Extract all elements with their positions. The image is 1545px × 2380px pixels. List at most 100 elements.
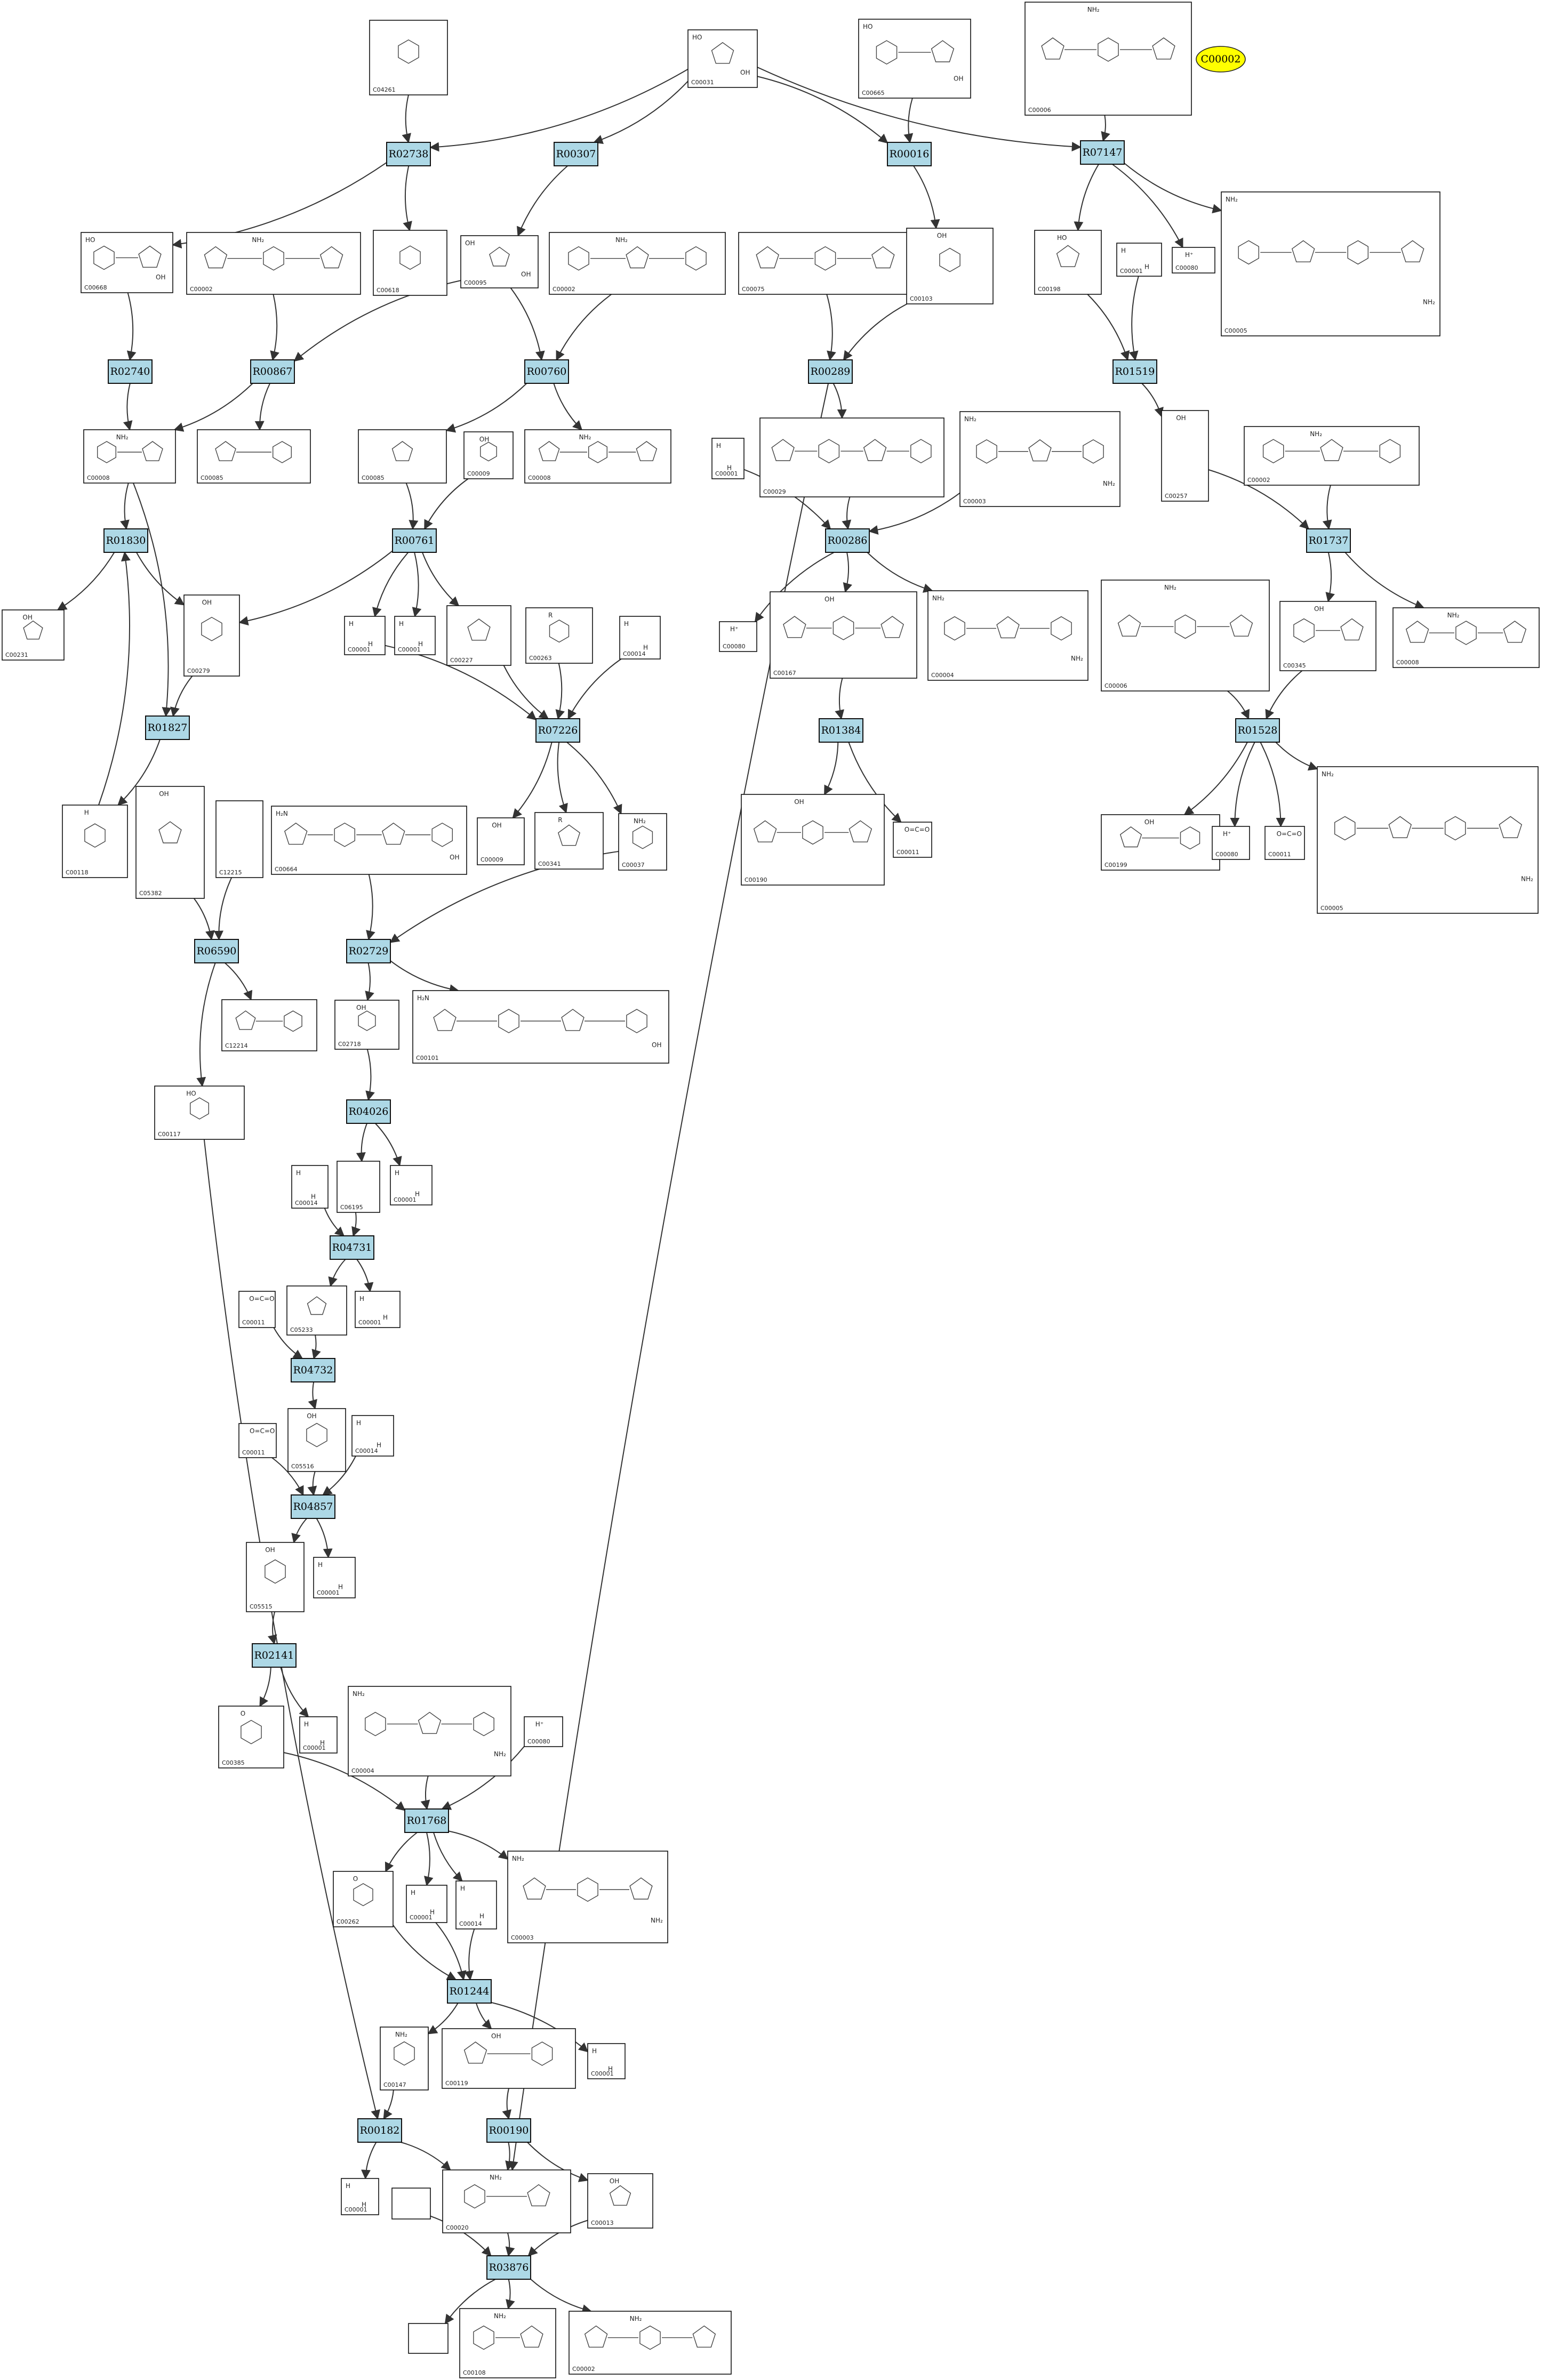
compound-node[interactable]: C00085 — [358, 429, 447, 484]
reaction-node[interactable]: R00761 — [392, 528, 437, 553]
reaction-node[interactable]: R00307 — [554, 142, 598, 166]
reaction-node[interactable]: R02738 — [386, 142, 431, 166]
compound-node[interactable]: H⁺C00080 — [1172, 247, 1215, 274]
compound-node[interactable]: H⁺C00080 — [524, 1716, 563, 1747]
reaction-node[interactable]: R00289 — [808, 359, 853, 384]
compound-node[interactable]: C00085 — [197, 429, 311, 484]
compound-node[interactable]: C12215 — [215, 800, 263, 878]
reaction-node[interactable]: R04857 — [291, 1494, 335, 1519]
reaction-node[interactable]: R00760 — [524, 359, 569, 384]
compound-node[interactable]: H⁺C00080 — [719, 621, 757, 652]
compound-node[interactable]: C00029 — [759, 417, 944, 497]
compound-node[interactable]: H⁺C00080 — [1212, 826, 1250, 860]
reaction-node[interactable]: R04026 — [346, 1099, 391, 1124]
reaction-node[interactable]: R00867 — [250, 359, 295, 384]
compound-node[interactable]: C00075 — [738, 232, 912, 295]
reaction-node[interactable]: R02141 — [252, 1643, 297, 1668]
reaction-node[interactable]: R00182 — [357, 2118, 402, 2143]
reaction-node[interactable]: R01830 — [103, 528, 148, 553]
reaction-node[interactable]: R00286 — [825, 528, 870, 553]
reaction-node[interactable]: R04731 — [330, 1235, 374, 1260]
compound-node[interactable]: C04261 — [369, 20, 448, 95]
compound-node[interactable]: C12214 — [221, 999, 317, 1051]
compound-node[interactable]: C00618 — [373, 230, 447, 296]
compound-node[interactable] — [408, 2323, 449, 2354]
compound-node[interactable]: C00227 — [446, 605, 511, 666]
reaction-node[interactable]: R02729 — [346, 939, 391, 963]
reaction-node[interactable]: R01827 — [145, 715, 190, 740]
reaction-node[interactable]: R00190 — [486, 2118, 531, 2143]
reaction-node[interactable]: R07147 — [1080, 140, 1125, 165]
reaction-node[interactable]: R01519 — [1112, 359, 1157, 384]
reaction-node[interactable]: R02740 — [108, 359, 153, 384]
reaction-node[interactable]: R03876 — [486, 2255, 531, 2280]
reaction-node[interactable]: R04732 — [291, 1358, 335, 1382]
reaction-node[interactable]: R01528 — [1235, 718, 1280, 743]
reaction-node[interactable]: R01384 — [819, 718, 863, 743]
compound-node[interactable]: C05233 — [286, 1285, 347, 1336]
compound-node[interactable] — [391, 2188, 431, 2220]
highlighted-compound[interactable]: C00002 — [1196, 46, 1246, 73]
reaction-node[interactable]: R07226 — [535, 718, 580, 743]
compound-node[interactable]: C06195 — [337, 1161, 380, 1213]
reaction-node[interactable]: R06590 — [194, 939, 239, 963]
